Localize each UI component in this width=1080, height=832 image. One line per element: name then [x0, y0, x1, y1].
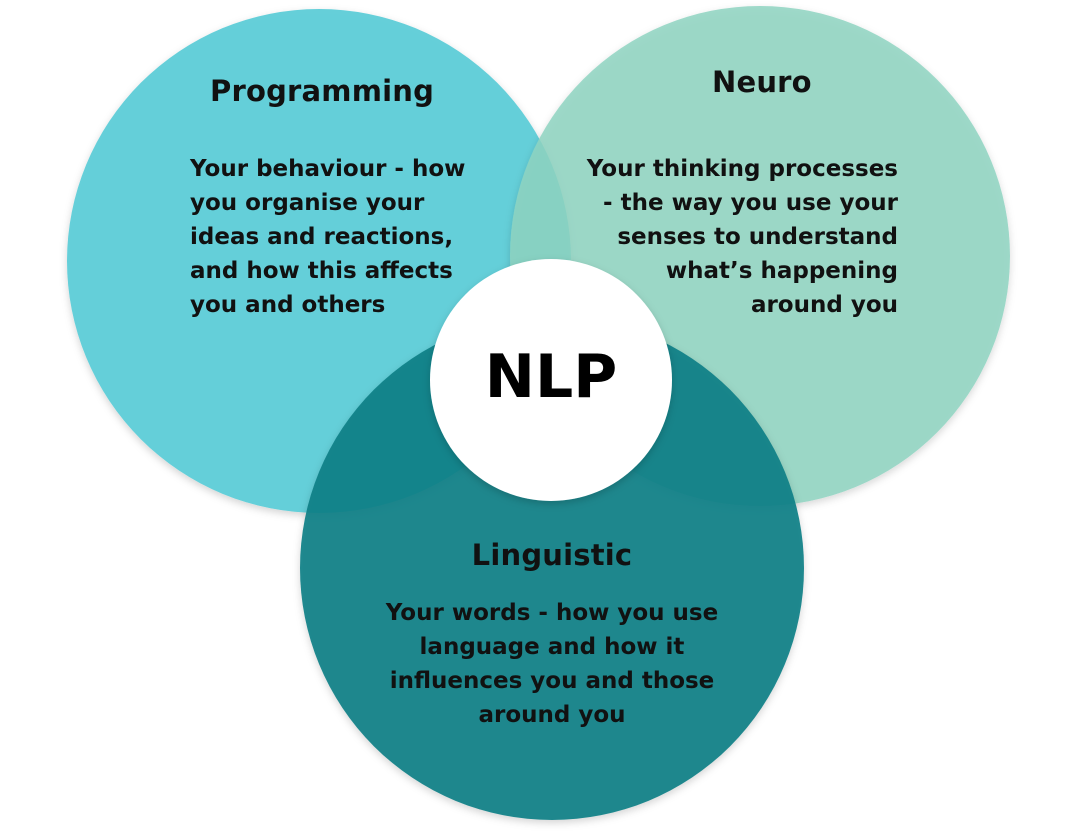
programming-line: and how this affects	[190, 258, 453, 284]
center-label: NLP	[484, 342, 618, 412]
linguistic-line: around you	[478, 702, 626, 728]
neuro-line: senses to understand	[617, 224, 898, 250]
neuro-title: Neuro	[712, 65, 812, 99]
neuro-line: Your thinking processes	[586, 156, 898, 182]
programming-line: Your behaviour - how	[190, 156, 466, 182]
linguistic-title: Linguistic	[471, 538, 633, 572]
linguistic-line: influences you and those	[389, 668, 715, 694]
linguistic-line: language and how it	[419, 634, 685, 660]
linguistic-circle	[300, 316, 804, 820]
programming-line: you and others	[190, 292, 386, 318]
linguistic-description: Your words - how you use language and ho…	[352, 596, 752, 732]
center-circle	[430, 259, 672, 501]
programming-line: you organise your	[190, 190, 425, 216]
neuro-line: around you	[750, 292, 898, 318]
linguistic-line: Your words - how you use	[385, 600, 719, 626]
programming-line: ideas and reactions,	[190, 224, 454, 250]
neuro-description: Your thinking processes - the way you us…	[587, 152, 898, 322]
programming-description: Your behaviour - how you organise your i…	[190, 152, 465, 322]
neuro-line: - the way you use your	[603, 190, 898, 216]
neuro-line: what’s happening	[665, 258, 898, 284]
programming-title: Programming	[210, 74, 435, 108]
